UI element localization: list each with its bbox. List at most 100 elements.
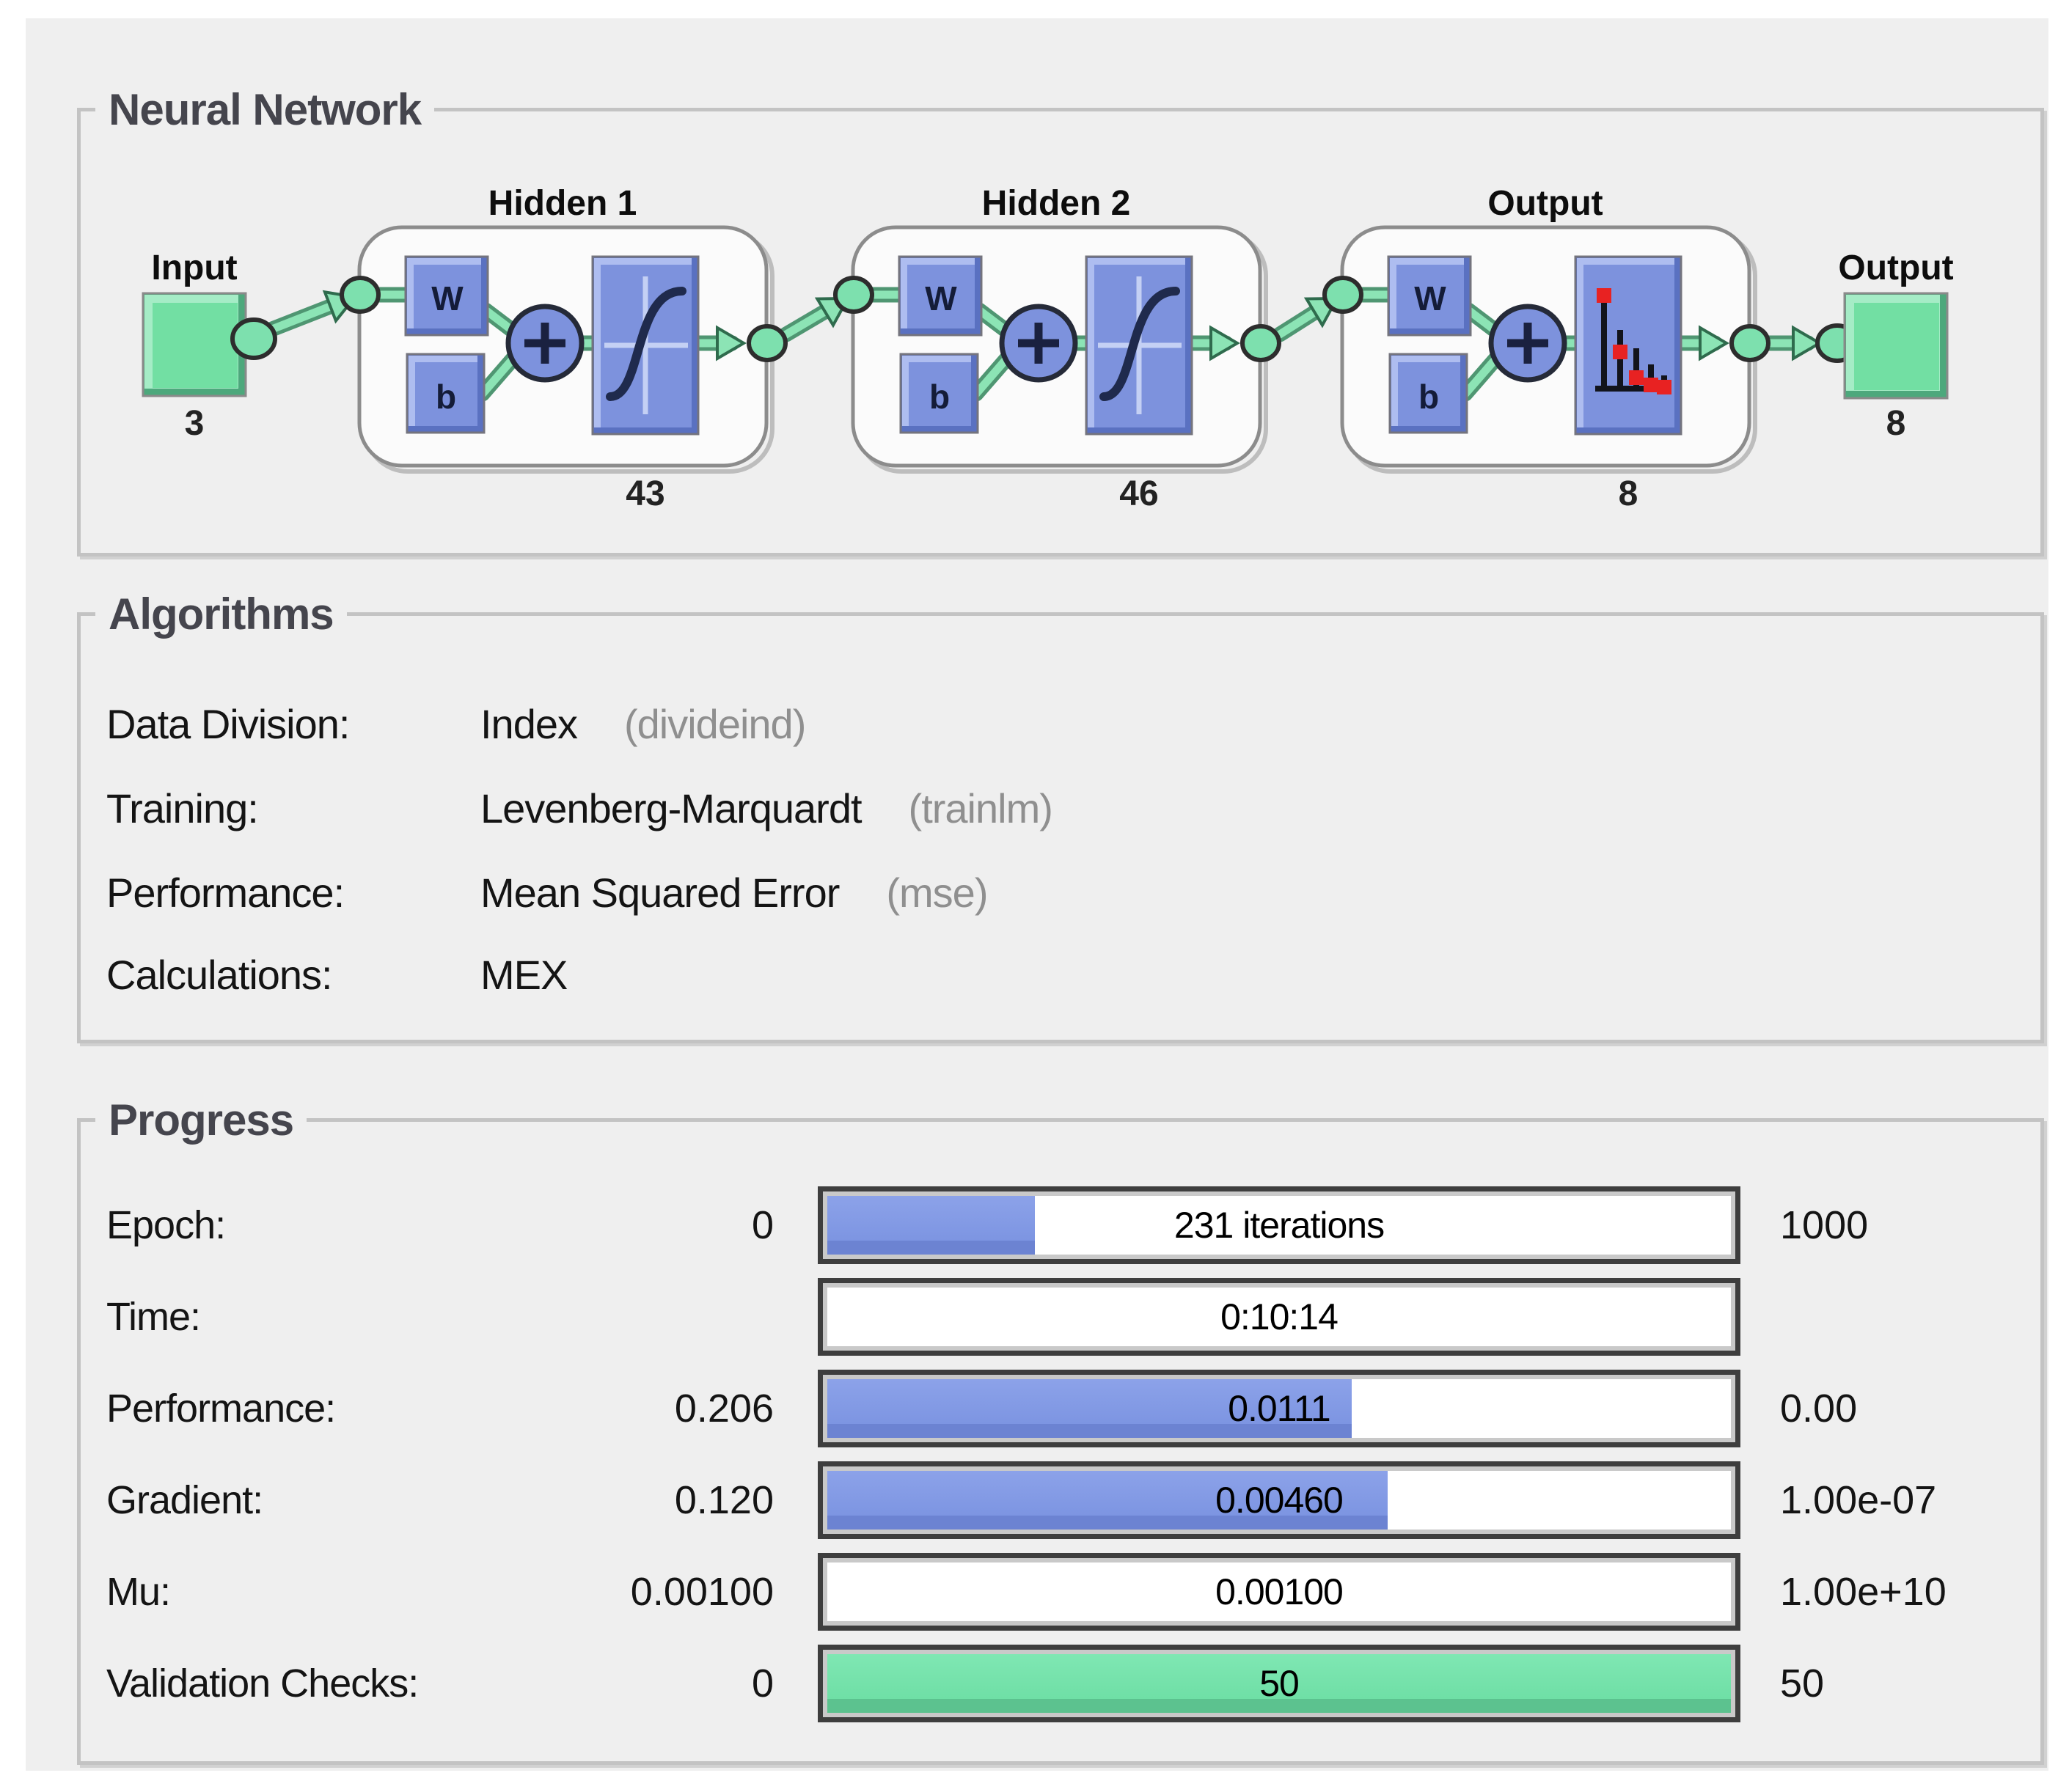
time-max-value — [1780, 1278, 2069, 1356]
time-min-value — [407, 1278, 774, 1356]
data-division-value-text: Index — [480, 701, 578, 747]
layer-title: Hidden 2 — [982, 184, 1131, 223]
sum-junction-icon — [1488, 304, 1567, 383]
mu-progress-bar: 0.00100 — [818, 1553, 1740, 1631]
layer-size: 46 — [1119, 474, 1158, 513]
bias-label: b — [929, 378, 950, 416]
algorithms-groupbox: Algorithms — [77, 587, 2044, 1043]
input-size: 3 — [185, 404, 205, 443]
training-label: Training: — [106, 785, 259, 831]
layer-output: Output W — [1322, 184, 1770, 513]
algorithms-title: Algorithms — [95, 587, 347, 642]
training-code: (trainlm) — [908, 785, 1053, 831]
output-block: Output 8 — [1815, 249, 1954, 443]
output-label: Output — [1838, 249, 1953, 287]
weight-label: W — [431, 279, 464, 317]
weight-block: W — [404, 255, 489, 337]
validation-checks-progress-bar-fill — [827, 1654, 1731, 1713]
gradient-progress-bar-track: 0.00460 — [823, 1466, 1735, 1534]
validation-checks-progress-bar: 50 — [818, 1645, 1740, 1722]
layer-input-node — [340, 276, 381, 314]
bias-block: b — [406, 353, 486, 434]
input-node — [230, 317, 277, 360]
bias-label: b — [1418, 378, 1439, 416]
validation-checks-max-value: 50 — [1780, 1661, 1825, 1705]
layer-output-node — [1240, 324, 1281, 362]
gradient-min-value: 0.120 — [674, 1478, 774, 1522]
validation-checks-label: Validation Checks: — [106, 1661, 419, 1705]
performance-progress-bar-track: 0.0111 — [823, 1375, 1735, 1442]
output-box-face — [1854, 303, 1939, 390]
layer-output-node — [747, 324, 788, 362]
weight-label: W — [925, 279, 957, 317]
input-block: Input 3 — [142, 249, 277, 443]
calculations-label: Calculations: — [106, 952, 333, 998]
performance-max-value: 0.00 — [1780, 1387, 1858, 1431]
performance-progress-bar-text: 0.0111 — [1228, 1388, 1331, 1429]
layer-title: Output — [1487, 184, 1603, 223]
data-division-value: Index (divideind) — [480, 698, 806, 751]
time-progress-bar: 0:10:14 — [818, 1278, 1740, 1356]
transfer-function-block-tansig — [591, 255, 700, 436]
gradient-max-value: 1.00e-07 — [1780, 1478, 1937, 1522]
time-progress-bar-track: 0:10:14 — [823, 1283, 1735, 1351]
performance-label: Performance: — [106, 870, 345, 916]
epoch-progress-bar-text: 231 iterations — [1173, 1205, 1385, 1246]
weight-label: W — [1414, 279, 1446, 317]
training-value: Levenberg-Marquardt (trainlm) — [480, 782, 1053, 835]
input-box-face — [153, 303, 238, 388]
mu-progress-bar-text: 0.00100 — [1215, 1571, 1344, 1612]
mu-label: Mu: — [106, 1570, 171, 1614]
validation-checks-min-value: 0 — [751, 1661, 774, 1705]
main-panel: Neural Network — [26, 18, 2048, 1771]
performance-value: Mean Squared Error (mse) — [480, 867, 988, 919]
output-size: 8 — [1886, 404, 1906, 443]
gradient-progress-bar-fill — [827, 1471, 1388, 1530]
epoch-progress-bar-track: 231 iterations — [823, 1191, 1735, 1259]
mu-min-value: 0.00100 — [630, 1570, 774, 1614]
tansig-curve-icon — [606, 287, 686, 401]
epoch-max-value: 1000 — [1780, 1203, 1869, 1247]
sum-junction-icon — [999, 304, 1078, 383]
mu-progress-bar-track: 0.00100 — [823, 1558, 1735, 1626]
performance-code: (mse) — [886, 870, 988, 916]
layer-input-node — [833, 276, 874, 314]
data-division-label: Data Division: — [106, 701, 350, 747]
stem-plot-markers — [1597, 288, 1671, 394]
performance-progress-bar: 0.0111 — [818, 1370, 1740, 1447]
epoch-min-value: 0 — [751, 1203, 774, 1247]
data-division-code: (divideind) — [624, 701, 806, 747]
neural-network-title: Neural Network — [95, 82, 435, 138]
layer-hidden-1: Hidden 1 W — [340, 184, 788, 513]
transfer-function-block-stem-plot — [1574, 255, 1682, 436]
bias-label: b — [436, 378, 456, 416]
bias-block: b — [1388, 353, 1468, 434]
layer-input-node — [1322, 276, 1363, 314]
performance-min-value: 0.206 — [674, 1387, 774, 1431]
gradient-progress-bar: 0.00460 — [818, 1461, 1740, 1539]
calculations-value: MEX — [480, 949, 614, 1002]
layer-title: Hidden 1 — [488, 184, 637, 223]
time-progress-bar-text: 0:10:14 — [1220, 1296, 1339, 1337]
performance-progress-bar-fill — [827, 1379, 1352, 1438]
tansig-curve-icon — [1099, 287, 1180, 401]
performance-value-text: Mean Squared Error — [480, 870, 840, 916]
arrowhead-icon — [1699, 325, 1729, 361]
arrowhead-icon — [1209, 325, 1240, 361]
validation-checks-progress-bar-track: 50 — [823, 1650, 1735, 1717]
performance-progress-label: Performance: — [106, 1387, 336, 1431]
sum-junction-icon — [505, 304, 585, 383]
epoch-progress-bar: 231 iterations — [818, 1186, 1740, 1264]
weight-block: W — [898, 255, 983, 337]
time-label: Time: — [106, 1295, 201, 1339]
input-label: Input — [151, 249, 237, 287]
training-value-text: Levenberg-Marquardt — [480, 785, 863, 831]
gradient-label: Gradient: — [106, 1478, 263, 1522]
weight-block: W — [1387, 255, 1472, 337]
bias-block: b — [899, 353, 979, 434]
gradient-progress-bar-text: 0.00460 — [1215, 1480, 1344, 1521]
transfer-function-block-tansig — [1085, 255, 1193, 436]
arrowhead-icon — [716, 325, 747, 361]
epoch-progress-bar-fill — [827, 1196, 1036, 1255]
